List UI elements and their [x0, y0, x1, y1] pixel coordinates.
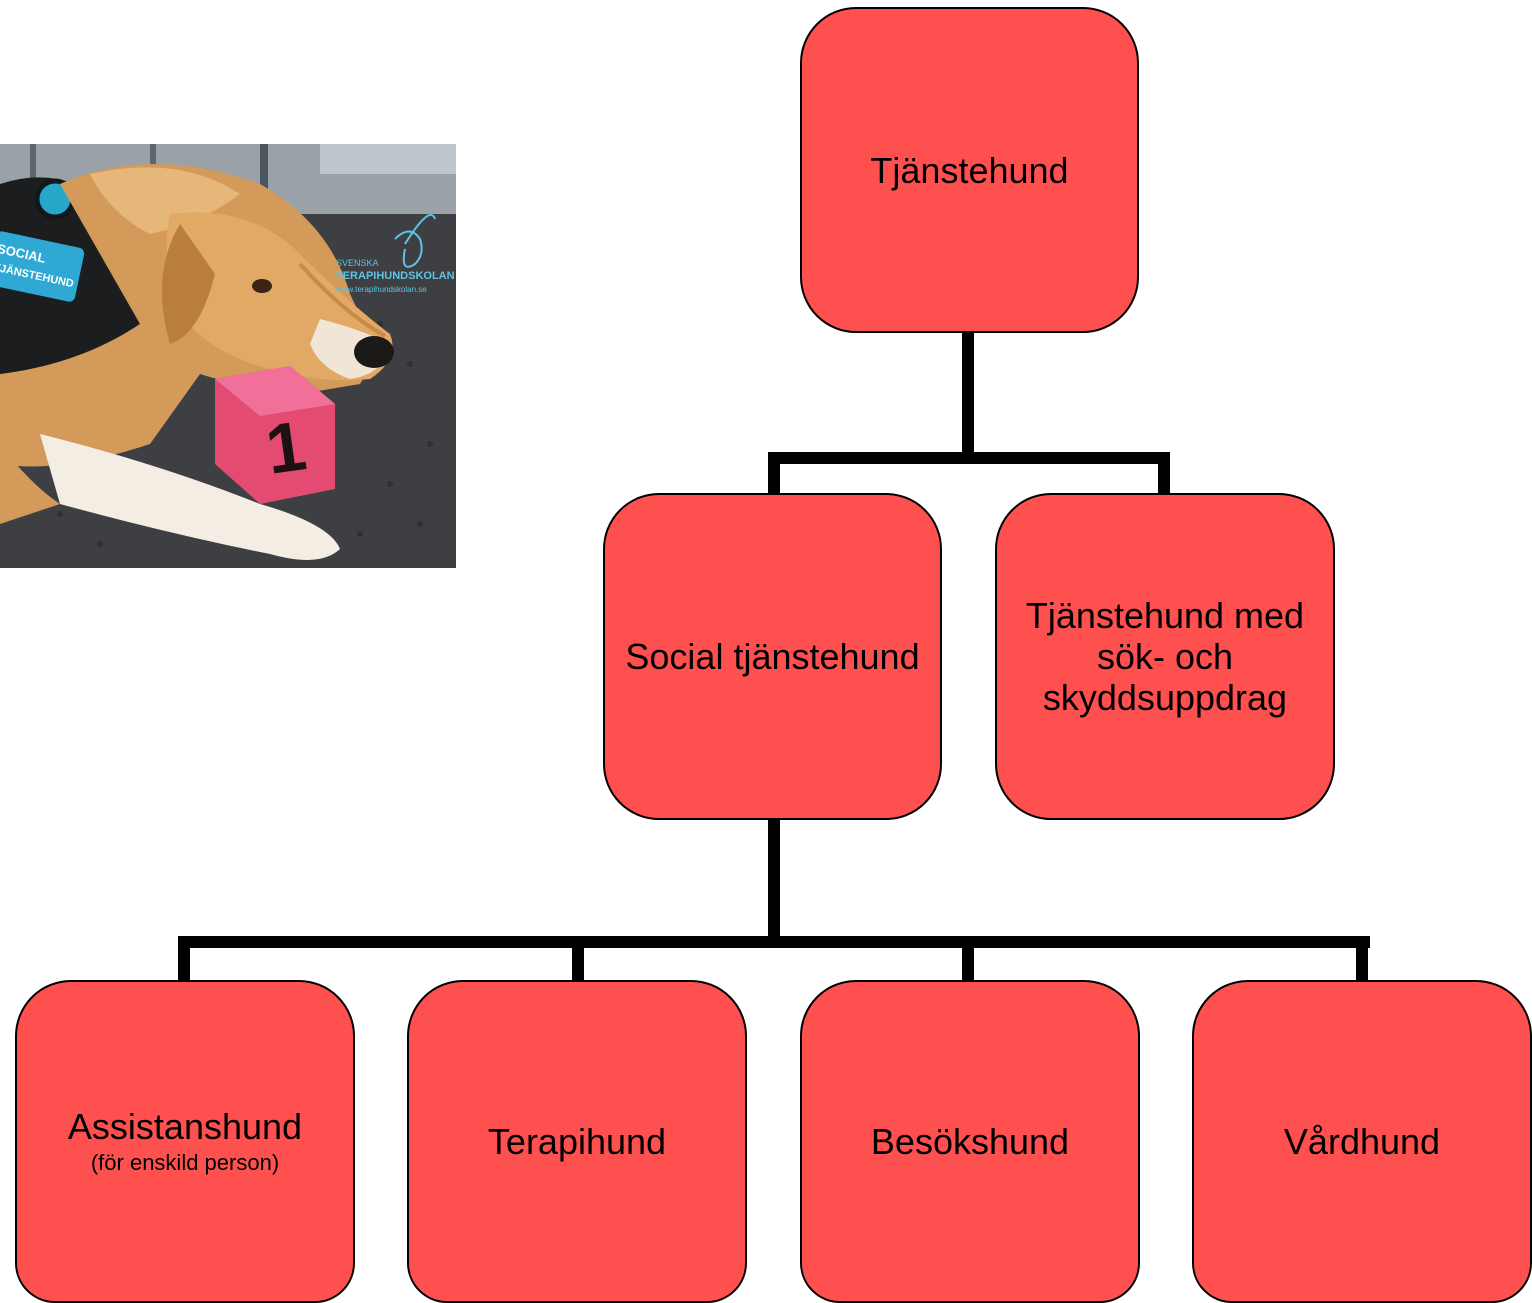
node-social-tjanstehund: Social tjänstehund: [603, 493, 942, 820]
node-tjanstehund: Tjänstehund: [800, 7, 1139, 333]
connector-level2-left-drop: [768, 452, 780, 494]
node-vardhund-label: Vårdhund: [1283, 1121, 1441, 1162]
node-besokshund: Besökshund: [800, 980, 1140, 1303]
watermark-line-3: www.terapihundskolan.se: [335, 285, 427, 294]
node-sok-skydd-line-1: Tjänstehund med: [1025, 595, 1305, 636]
node-sok-skydd: Tjänstehund med sök- och skyddsuppdrag: [995, 493, 1335, 820]
watermark-line-1: SVENSKA: [336, 258, 379, 268]
connector-level3-drop-3: [962, 936, 974, 982]
dog-illustration: SOCIAL TJÄNSTEHUND 1: [0, 144, 456, 568]
connector-level3-drop-4: [1356, 936, 1368, 982]
node-vardhund: Vårdhund: [1192, 980, 1532, 1303]
node-terapihund-label: Terapihund: [487, 1121, 667, 1162]
node-assistanshund-label: Assistanshund: [67, 1106, 303, 1147]
connector-level3-drop-1: [178, 936, 190, 982]
node-besokshund-label: Besökshund: [870, 1121, 1070, 1162]
connector-level3-drop-2: [572, 936, 584, 982]
dog-photo: SOCIAL TJÄNSTEHUND 1: [0, 144, 456, 568]
node-sok-skydd-line-3: skyddsuppdrag: [1042, 677, 1288, 718]
node-assistanshund-sublabel: (för enskild person): [90, 1150, 280, 1175]
foam-cube: 1: [215, 366, 335, 504]
node-social-tjanstehund-label: Social tjänstehund: [625, 636, 920, 677]
connector-root-down: [962, 330, 974, 458]
node-tjanstehund-label: Tjänstehund: [870, 149, 1069, 191]
watermark-line-2: TERAPIHUNDSKOLAN: [336, 270, 455, 282]
node-assistanshund: Assistanshund (för enskild person): [15, 980, 355, 1303]
connector-level3-bar: [178, 936, 1370, 948]
connector-level2-bar: [768, 452, 1170, 464]
node-sok-skydd-line-2: sök- och: [1096, 636, 1234, 677]
node-terapihund: Terapihund: [407, 980, 747, 1303]
connector-level2-right-drop: [1158, 452, 1170, 494]
connector-social-down: [768, 818, 780, 946]
